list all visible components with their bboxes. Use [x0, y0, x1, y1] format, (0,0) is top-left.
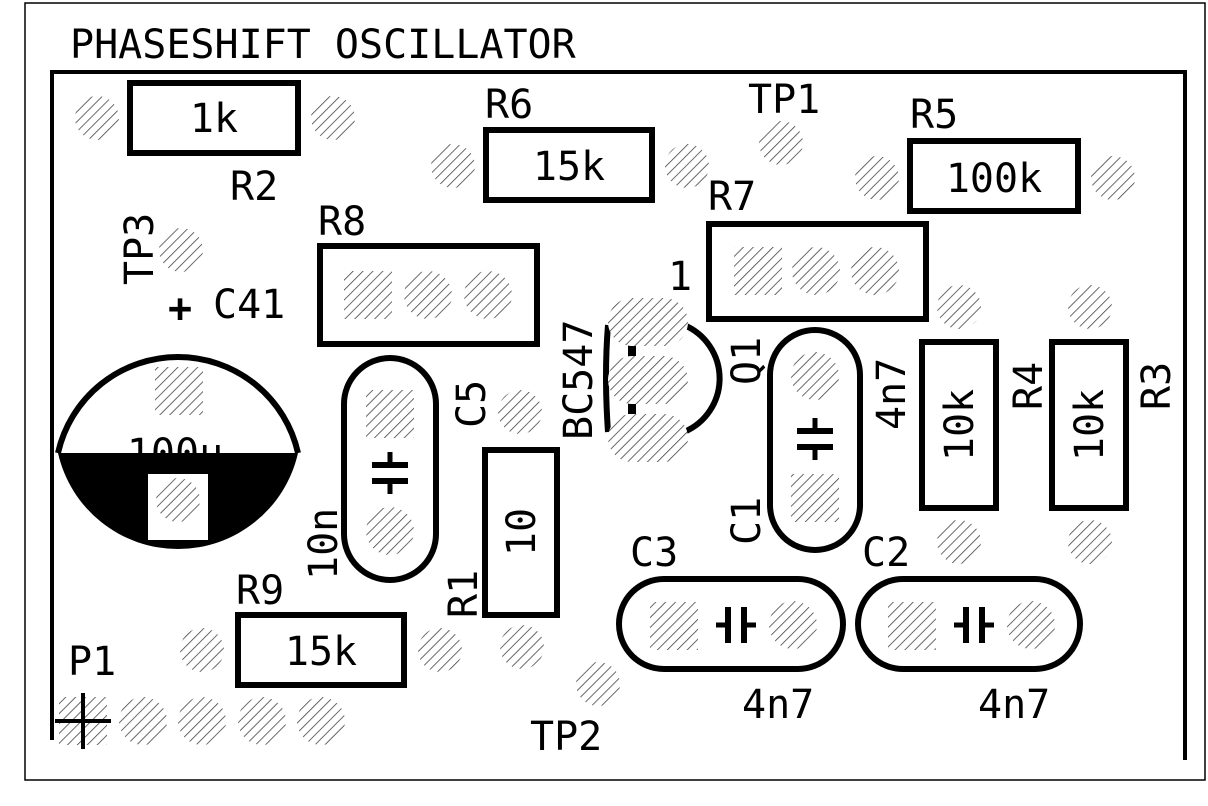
r2-value: 1k: [190, 96, 238, 142]
c1-value: 4n7: [869, 358, 915, 430]
r2-ref: R2: [230, 164, 278, 210]
q1-ref: Q1: [724, 337, 770, 385]
c2-value: 4n7: [978, 682, 1050, 728]
tp3-ref: TP3: [117, 213, 163, 285]
test-point-tp1: TP1: [748, 77, 820, 165]
r3-value: 10k: [1067, 389, 1113, 461]
capacitor-c3: C3 4n7: [616, 530, 846, 728]
r8-ref: R8: [318, 199, 366, 245]
resistor-r5: 100k R5: [855, 92, 1135, 214]
q1-part: BC547: [556, 320, 602, 440]
r6-ref: R6: [485, 82, 533, 128]
r7-pin1-label: 1: [668, 254, 692, 300]
resistor-r2: 1k R2: [75, 80, 355, 210]
resistor-r4: 10k R4: [919, 285, 1052, 564]
trimmer-r7: R7 1: [668, 174, 929, 322]
resistor-r3: 10k R3: [1049, 285, 1180, 564]
r7-ref: R7: [708, 174, 756, 220]
test-point-tp2: TP2: [530, 662, 620, 760]
c41-value: 100u: [127, 431, 223, 477]
r5-ref: R5: [910, 92, 958, 138]
c41-ref: C41: [213, 282, 285, 328]
c1-ref: C1: [724, 497, 770, 545]
trimmer-r8: R8: [317, 199, 540, 347]
capacitor-c41: 100u C41 +: [55, 282, 301, 549]
r1-value: 10: [499, 508, 545, 556]
transistor-q1: BC547 Q1: [556, 298, 770, 462]
c3-value: 4n7: [742, 682, 814, 728]
outer-frame: [24, 2, 1206, 781]
capacitor-c1: 4n7 C1: [724, 327, 915, 553]
r4-value: 10k: [937, 389, 983, 461]
r4-ref: R4: [1006, 362, 1052, 410]
resistor-r9: 15k R9: [180, 568, 407, 688]
r9-value: 15k: [285, 629, 357, 675]
resistor-r6: 15k R6: [431, 82, 709, 203]
r5-value: 100k: [946, 156, 1042, 202]
board-outline: [50, 70, 1187, 760]
tp1-ref: TP1: [748, 77, 820, 123]
r9-ref: R9: [236, 568, 284, 614]
c2-ref: C2: [862, 530, 910, 576]
resistor-r1: 10 R1: [418, 447, 560, 672]
r3-ref: R3: [1134, 362, 1180, 410]
connector-p1: P1: [55, 639, 345, 749]
p1-ref: P1: [68, 639, 116, 685]
board-title: PHASESHIFT OSCILLATOR: [70, 22, 577, 68]
r6-value: 15k: [533, 144, 605, 190]
c41-polarity: +: [168, 286, 192, 332]
c3-ref: C3: [630, 530, 678, 576]
capacitor-c5: C5 10n: [301, 355, 542, 583]
test-point-tp3: TP3: [117, 213, 203, 285]
tp2-ref: TP2: [530, 714, 602, 760]
c5-value: 10n: [301, 508, 347, 580]
c5-ref: C5: [449, 380, 495, 428]
capacitor-c2: C2 4n7: [855, 530, 1083, 728]
r1-ref: R1: [441, 570, 487, 618]
